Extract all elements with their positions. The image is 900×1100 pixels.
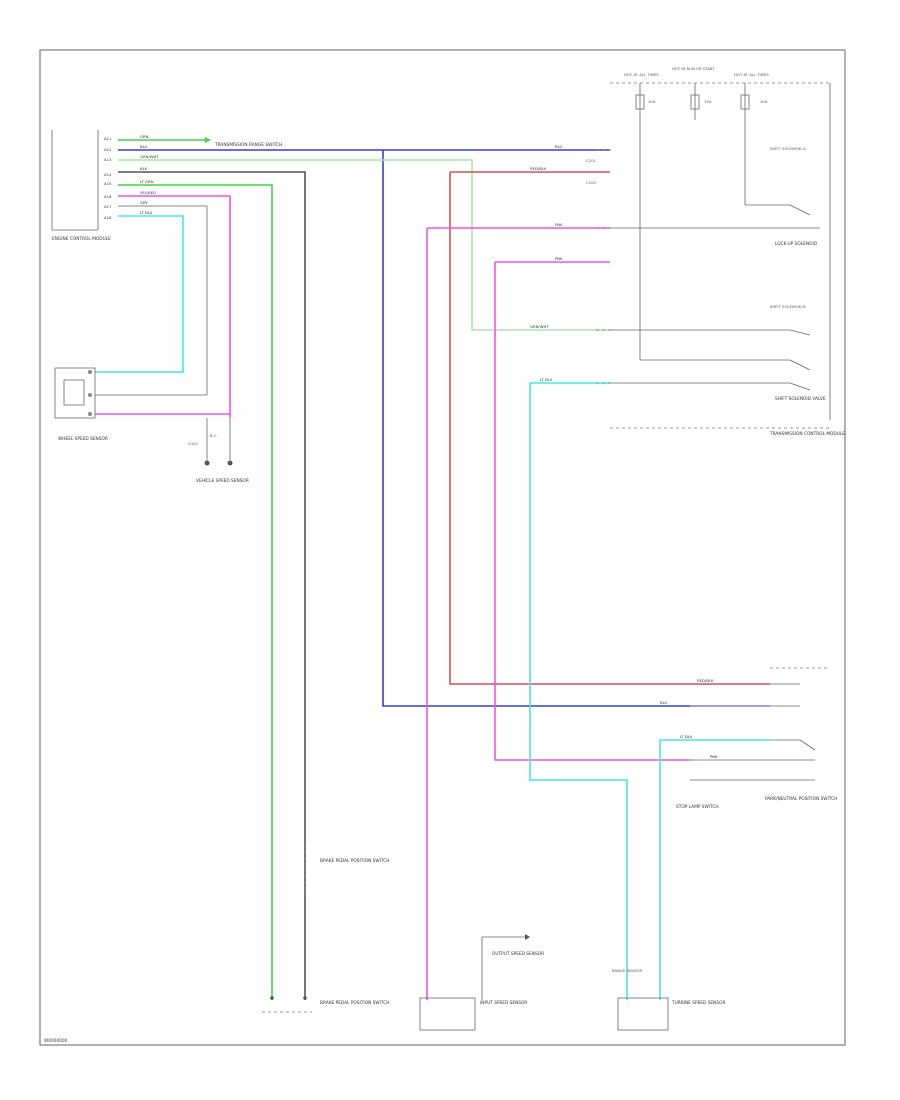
stop-lamp-label: STOP LAMP SWITCH [676, 804, 719, 810]
switch-upper-label: SHIFT SOLENOID A [770, 146, 806, 151]
wires [95, 137, 770, 1000]
brake-switch-label: BRAKE PEDAL POSITION SWITCH [320, 858, 390, 864]
connector-a-label: C201 [586, 158, 596, 163]
page-code: W0000000 [44, 1038, 68, 1044]
svg-text:LT BLU: LT BLU [680, 734, 693, 739]
svg-text:GRN/WHT: GRN/WHT [530, 324, 549, 329]
svg-text:BLK: BLK [140, 166, 148, 171]
wire-gray-sensor [118, 205, 208, 395]
fuse-1-label: HOT AT ALL TIMES [624, 72, 659, 77]
tcm-box: TRANSMISSION CONTROL MODULE HOT AT ALL T… [610, 66, 845, 437]
brake-switch-label-2: BRAKE PEDAL POSITION SWITCH [320, 1000, 390, 1006]
svg-text:PNK: PNK [555, 222, 563, 227]
fuse-3-value: 10A [760, 99, 768, 104]
svg-text:RED/BLK: RED/BLK [530, 166, 547, 171]
svg-text:YEL/RED: YEL/RED [140, 190, 156, 195]
svg-text:A14: A14 [104, 172, 112, 177]
turbine-sensor-label: TURBINE SPEED SENSOR [671, 1000, 725, 1006]
wire-pink-sensor [118, 195, 231, 418]
svg-text:A18: A18 [104, 215, 112, 220]
svg-text:A17: A17 [104, 204, 112, 209]
wire-red-drop [449, 172, 770, 685]
wheel-speed-sensor: WHEEL SPEED SENSOR [54, 367, 108, 442]
svg-text:GRN/WHT: GRN/WHT [140, 154, 159, 159]
wire-tags: GRN BLU GRN/WHT BLK LT GRN YEL/RED GRY LT BLU… [140, 134, 718, 759]
input-sensor-label: INPUT SPEED SENSOR [480, 1000, 527, 1006]
svg-text:A13: A13 [104, 157, 112, 162]
svg-text:PNK: PNK [555, 256, 563, 261]
wire-gray [118, 171, 306, 1000]
wire-blue-drop [382, 150, 690, 707]
svg-text:A15: A15 [104, 181, 112, 186]
brake-pedal-switch: BRAKE PEDAL POSITION SWITCH BRAKE PEDAL … [262, 845, 390, 1013]
connector-stubs: C201 C202 [586, 149, 612, 384]
wire-cyan-right-drop [529, 383, 628, 1000]
svg-text:BLU: BLU [555, 144, 563, 149]
wire-arrow-icon [205, 137, 211, 143]
tcm-label: TRANSMISSION CONTROL MODULE [769, 431, 845, 437]
connector-b-label: C202 [586, 180, 596, 185]
fuse-2-label: HOT IN RUN OR START [672, 66, 715, 71]
fuse-3-icon [740, 94, 750, 110]
switch-mid-label: LOCK-UP SOLENOID [775, 241, 818, 247]
sensor-label: WHEEL SPEED SENSOR [58, 436, 108, 442]
turbine-speed-sensor: TURBINE SPEED SENSOR RANGE SENSOR [612, 968, 725, 1031]
fuse-1-icon [635, 94, 645, 110]
svg-text:GRY: GRY [140, 200, 148, 205]
input-speed-sensor: OUTPUT SPEED SENSOR INPUT SPEED SENSOR [419, 934, 544, 1031]
range-sensor-label: RANGE SENSOR [612, 968, 643, 973]
switch-c-icon [789, 359, 811, 371]
park-neutral-switch: PARK/NEUTRAL POSITION SWITCH STOP LAMP S… [676, 667, 837, 810]
switch-lower-label: SHIFT SOLENOID B [770, 304, 806, 309]
svg-text:BLU: BLU [140, 144, 148, 149]
sensor-box [54, 367, 96, 419]
tcm-sub-label: SHIFT SOLENOID VALVE [775, 396, 826, 402]
svg-text:A12: A12 [104, 147, 112, 152]
fuse-3-label: HOT AT ALL TIMES [734, 72, 769, 77]
switch-b-icon [789, 329, 811, 336]
switch-a-icon [789, 204, 811, 216]
ground-pins: B C [210, 433, 217, 438]
fuse-1-value: 10A [648, 99, 656, 104]
svg-text:PNK: PNK [710, 754, 718, 759]
svg-text:GRN: GRN [140, 134, 149, 139]
ground-name: VEHICLE SPEED SENSOR [196, 478, 249, 484]
wire-note: TRANSMISSION RANGE SWITCH [214, 142, 282, 148]
wire-cyan-sensor [95, 215, 184, 373]
wire-pink-second-drop [494, 262, 690, 761]
input-sensor-box [419, 997, 476, 1031]
turbine-sensor-box [617, 997, 669, 1031]
svg-text:LT GRN: LT GRN [140, 179, 154, 184]
park-switch-icon [799, 739, 816, 751]
svg-text:LT BLU: LT BLU [540, 377, 553, 382]
svg-text:RED/BLK: RED/BLK [697, 678, 714, 683]
ecm-label: ENGINE CONTROL MODULE [52, 236, 111, 242]
svg-text:A11: A11 [104, 136, 112, 141]
ground-g101: G101 B C VEHICLE SPEED SENSOR [188, 418, 249, 484]
wire-green-long [118, 184, 273, 1000]
wire-light-green [118, 159, 610, 331]
fuse-2-value: 15A [704, 99, 712, 104]
svg-text:BLU: BLU [660, 700, 668, 705]
park-switch-label: PARK/NEUTRAL POSITION SWITCH [765, 796, 837, 802]
svg-text:A16: A16 [104, 194, 112, 199]
arrow-icon [525, 934, 530, 940]
output-sensor-label: OUTPUT SPEED SENSOR [492, 951, 544, 957]
svg-text:LT BLU: LT BLU [140, 210, 153, 215]
switch-d-icon [789, 382, 811, 391]
ground-id: G101 [188, 441, 199, 446]
diagram-frame [39, 49, 846, 1046]
ecm-bracket [51, 130, 98, 231]
fuse-2-icon [690, 94, 700, 110]
